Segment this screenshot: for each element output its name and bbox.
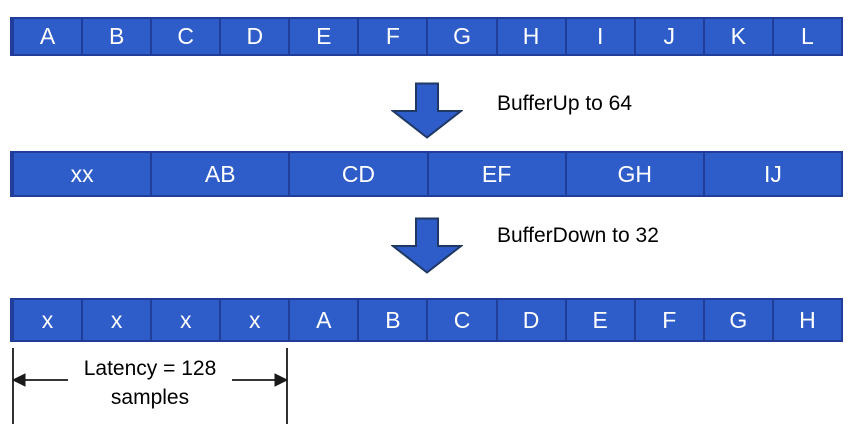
- buffer-cell: xx: [12, 153, 151, 195]
- down-arrow-icon: [391, 82, 463, 139]
- buffer-cell: I: [564, 19, 634, 54]
- buffer-cell: x: [12, 300, 82, 340]
- buffer-cell: H: [771, 300, 841, 340]
- buffer-cell: K: [702, 19, 772, 54]
- buffer-cell: A: [12, 19, 82, 54]
- buffer-row-output: x x x x A B C D E F G H: [10, 298, 843, 342]
- buffer-cell: C: [426, 300, 496, 340]
- buffer-cell: x: [219, 300, 289, 340]
- buffer-cell: J: [633, 19, 703, 54]
- left-arrowhead-icon: [11, 373, 26, 387]
- buffer-cell: D: [495, 300, 565, 340]
- bufferup-label: BufferUp to 64: [497, 92, 633, 115]
- buffer-cell: EF: [426, 153, 565, 195]
- buffer-row-upsized: xx AB CD EF GH IJ: [10, 151, 843, 197]
- latency-label-line2: samples: [110, 386, 190, 409]
- buffer-cell: D: [219, 19, 289, 54]
- buffer-cell: G: [426, 19, 496, 54]
- down-arrow-icon: [391, 217, 463, 274]
- buffer-cell: x: [81, 300, 151, 340]
- buffer-cell: x: [150, 300, 220, 340]
- buffer-cell: C: [150, 19, 220, 54]
- buffer-cell: CD: [288, 153, 427, 195]
- buffer-cell: H: [495, 19, 565, 54]
- latency-measurement-bracket: [11, 348, 289, 424]
- bufferdown-label: BufferDown to 32: [497, 224, 659, 247]
- buffer-cell: F: [633, 300, 703, 340]
- buffer-cell: E: [288, 19, 358, 54]
- buffer-cell: B: [81, 19, 151, 54]
- buffer-cell: B: [357, 300, 427, 340]
- buffer-cell: E: [564, 300, 634, 340]
- right-arrowhead-icon: [274, 373, 289, 387]
- buffer-row-input: A B C D E F G H I J K L: [10, 17, 843, 56]
- buffer-cell: F: [357, 19, 427, 54]
- buffer-cell: L: [771, 19, 841, 54]
- buffer-cell: A: [288, 300, 358, 340]
- latency-label-line1: Latency = 128: [83, 357, 217, 380]
- latency-label: Latency = 128 samples: [40, 354, 260, 412]
- buffer-cell: GH: [564, 153, 703, 195]
- buffer-cell: AB: [150, 153, 289, 195]
- buffer-cell: G: [702, 300, 772, 340]
- buffer-cell: IJ: [702, 153, 842, 195]
